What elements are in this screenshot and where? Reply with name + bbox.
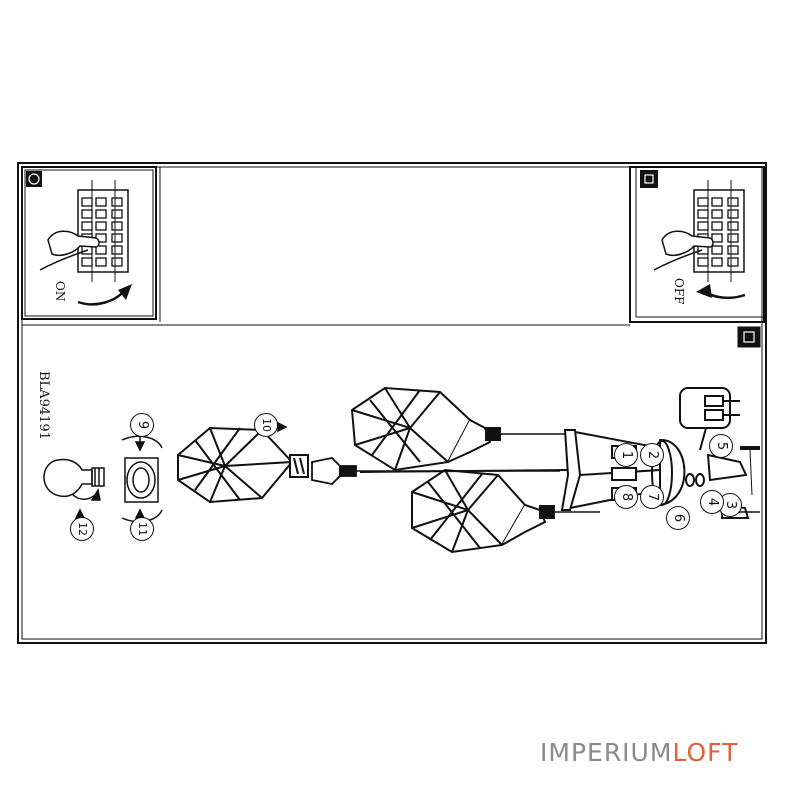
fuse-box-icon: [77, 180, 129, 282]
switch-off-label: OFF: [672, 278, 686, 305]
step-number-1: 1: [614, 443, 638, 467]
switch-off-panel: [629, 166, 765, 323]
circle-mark-icon: [28, 173, 40, 185]
ring-nut-icon: [121, 435, 163, 523]
brand-watermark-accent: LOFT: [672, 738, 739, 767]
brand-watermark-main: IMPERIUM: [540, 738, 673, 767]
fuse-box-icon: [693, 180, 745, 282]
step-number-9: 9: [130, 413, 154, 437]
step-number-12: 12: [70, 517, 94, 541]
light-bulb-icon: [43, 458, 105, 501]
sheet-frame: [17, 162, 767, 644]
cage-shade-upper: [350, 386, 568, 472]
cage-shade-lower: [411, 468, 600, 554]
switch-on-panel: [21, 166, 157, 320]
step-number-4: 4: [700, 490, 724, 514]
step-number-11: 11: [130, 517, 154, 541]
brand-watermark: IMPERIUMLOFT: [540, 738, 738, 767]
step-number-6: 6: [666, 506, 690, 530]
model-code: BLA94191: [36, 371, 51, 440]
step-number-2: 2: [640, 443, 664, 467]
cage-shade-single: [177, 426, 309, 504]
step-number-10: 10: [254, 413, 278, 437]
hand-icon: [653, 230, 714, 271]
switch-on-label: ON: [53, 281, 67, 302]
rotate-arrow-icon: [77, 289, 126, 306]
step-number-8: 8: [614, 485, 638, 509]
step-number-7: 7: [640, 485, 664, 509]
assembly-frame: [22, 167, 764, 348]
square-mark-icon: [743, 331, 755, 343]
square-mark-icon: [644, 174, 654, 184]
hand-icon: [39, 230, 100, 271]
step-number-5: 5: [709, 434, 733, 458]
